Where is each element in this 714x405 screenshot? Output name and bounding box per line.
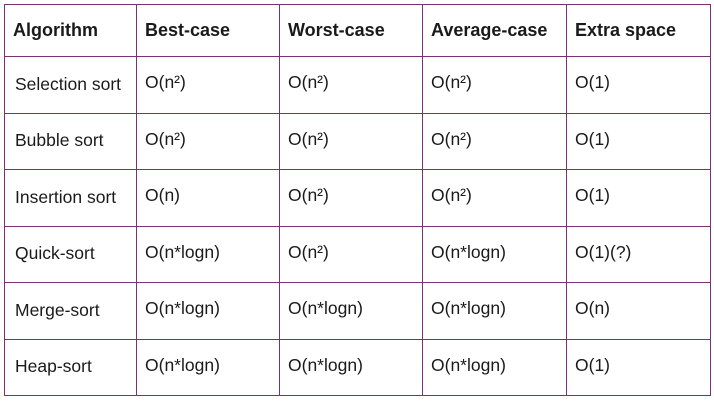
average-case-cell: O(n*logn) [422, 338, 567, 396]
worst-case-cell: O(n²) [279, 112, 423, 170]
worst-case-cell: O(n²) [279, 56, 423, 114]
algorithm-name: Selection sort [4, 56, 137, 114]
extra-space-cell: O(1) [566, 56, 711, 114]
extra-space-cell: O(1) [566, 338, 711, 396]
extra-space-cell: O(1) [566, 112, 711, 170]
table-row-selection-sort: Selection sort O(n²) O(n²) O(n²) O(1) [4, 56, 711, 114]
algorithm-name: Insertion sort [4, 169, 137, 227]
extra-space-cell: O(1)(?) [566, 225, 711, 283]
best-case-cell: O(n²) [136, 112, 280, 170]
table-header: Algorithm Best-case Worst-case Average-c… [4, 4, 711, 57]
algorithm-name: Quick-sort [4, 225, 137, 283]
worst-case-cell: O(n²) [279, 169, 423, 227]
best-case-cell: O(n²) [136, 56, 280, 114]
best-case-cell: O(n*logn) [136, 225, 280, 283]
header-worst-case: Worst-case [279, 4, 423, 57]
table-row-merge-sort: Merge-sort O(n*logn) O(n*logn) O(n*logn)… [4, 282, 711, 340]
extra-space-cell: O(n) [566, 282, 711, 340]
header-best-case: Best-case [136, 4, 280, 57]
table-body: Selection sort O(n²) O(n²) O(n²) O(1) Bu… [4, 56, 711, 396]
header-row: Algorithm Best-case Worst-case Average-c… [4, 4, 711, 57]
worst-case-cell: O(n*logn) [279, 282, 423, 340]
average-case-cell: O(n*logn) [422, 225, 567, 283]
average-case-cell: O(n²) [422, 56, 567, 114]
worst-case-cell: O(n*logn) [279, 338, 423, 396]
table-row-heap-sort: Heap-sort O(n*logn) O(n*logn) O(n*logn) … [4, 338, 711, 396]
algorithm-name: Merge-sort [4, 282, 137, 340]
average-case-cell: O(n*logn) [422, 282, 567, 340]
average-case-cell: O(n²) [422, 112, 567, 170]
algorithm-name: Heap-sort [4, 338, 137, 396]
best-case-cell: O(n*logn) [136, 338, 280, 396]
sorting-complexity-table: Algorithm Best-case Worst-case Average-c… [4, 4, 711, 396]
algorithm-name: Bubble sort [4, 112, 137, 170]
table-row-bubble-sort: Bubble sort O(n²) O(n²) O(n²) O(1) [4, 112, 711, 170]
table-row-quick-sort: Quick-sort O(n*logn) O(n²) O(n*logn) O(1… [4, 225, 711, 283]
header-extra-space: Extra space [566, 4, 711, 57]
extra-space-cell: O(1) [566, 169, 711, 227]
header-average-case: Average-case [422, 4, 567, 57]
best-case-cell: O(n) [136, 169, 280, 227]
average-case-cell: O(n²) [422, 169, 567, 227]
worst-case-cell: O(n²) [279, 225, 423, 283]
best-case-cell: O(n*logn) [136, 282, 280, 340]
table-row-insertion-sort: Insertion sort O(n) O(n²) O(n²) O(1) [4, 169, 711, 227]
header-algorithm: Algorithm [4, 4, 137, 57]
